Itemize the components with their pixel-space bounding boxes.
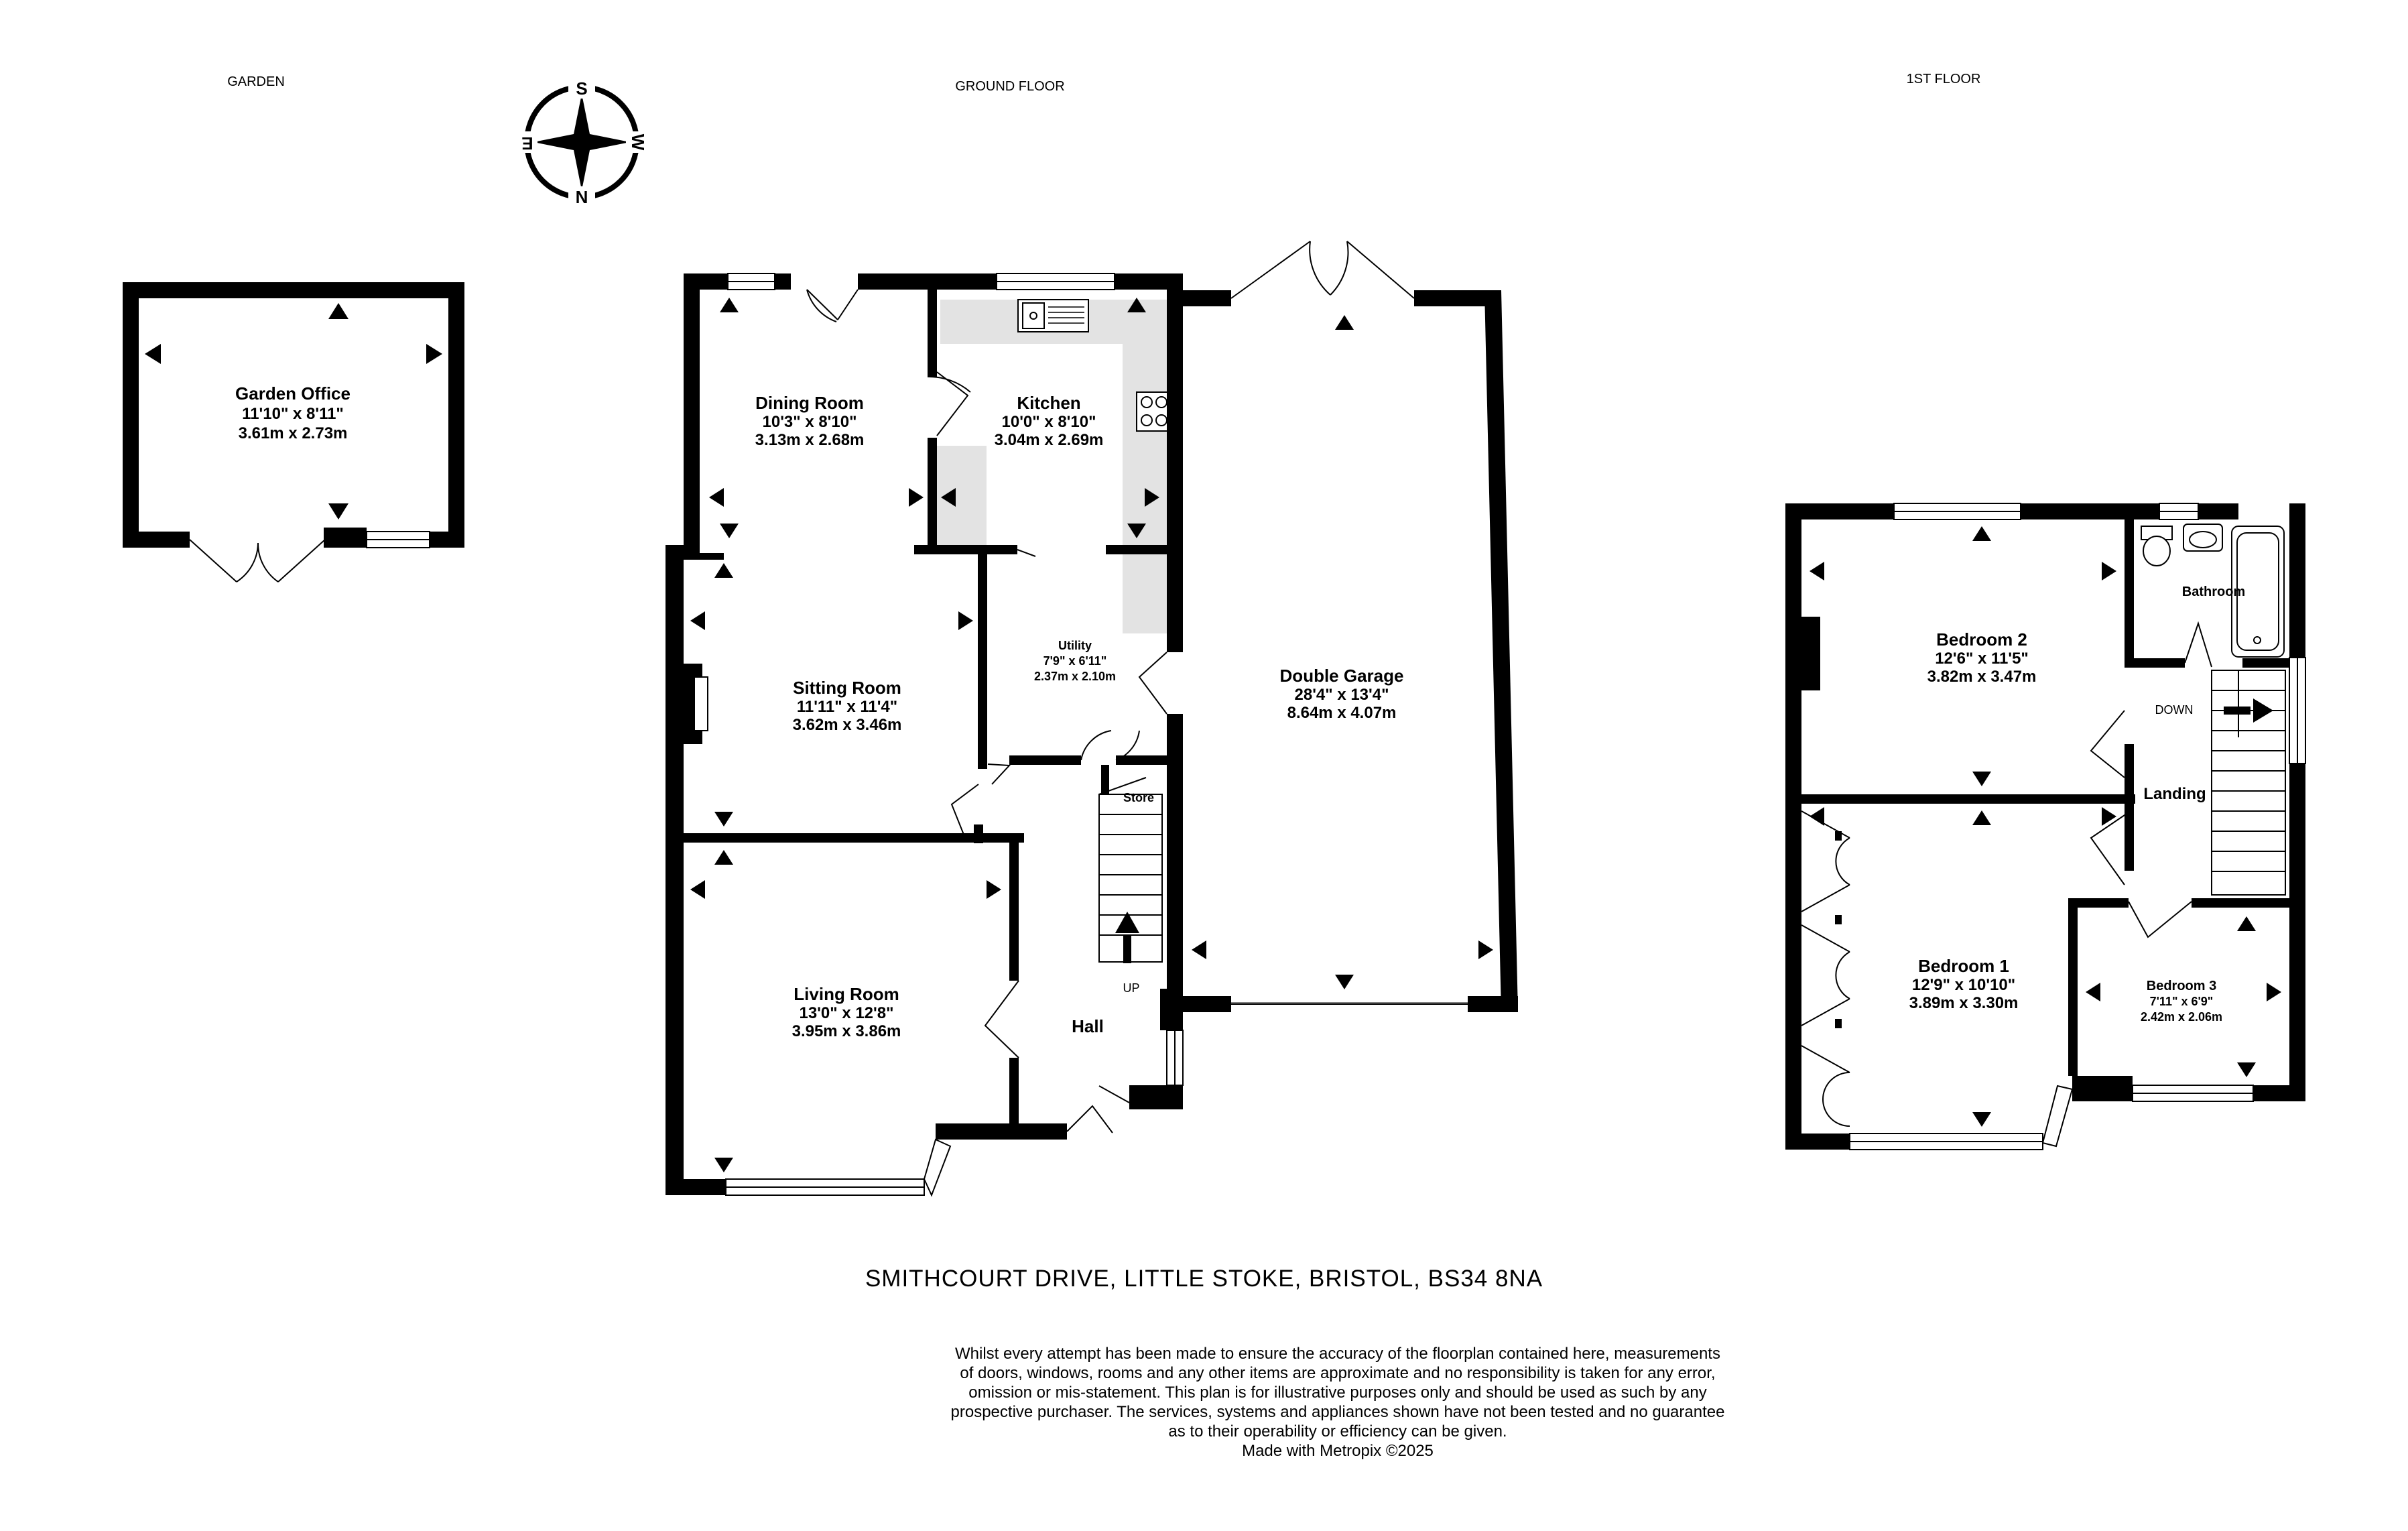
room-dim-metric-garden-office: 3.61m x 2.73m [239,424,348,442]
disclaimer-line: of doors, windows, rooms and any other i… [960,1364,1716,1382]
metropix-credit: Made with Metropix ©2025 [1242,1442,1434,1460]
stairs-down-label: DOWN [2155,703,2194,717]
compass-west: W [628,134,648,151]
room-name-garden-office: Garden Office [235,383,351,404]
room-name-living-room: Living Room [794,984,899,1004]
compass-south: S [576,78,587,99]
room-name-bedroom-2: Bedroom 2 [1936,629,2027,650]
room-dim-metric-dining-room: 3.13m x 2.68m [755,431,865,449]
compass-north: N [576,187,588,207]
room-dim-imperial-garden-office: 11'10" x 8'11" [242,405,344,423]
room-dim-imperial-utility: 7'9" x 6'11" [1043,654,1107,668]
room-dim-metric-double-garage: 8.64m x 4.07m [1287,704,1397,722]
section-label-ground-floor: GROUND FLOOR [955,79,1064,94]
first-floor-stairs [2211,670,2286,896]
disclaimer-line: Whilst every attempt has been made to en… [955,1345,1720,1363]
room-dim-imperial-sitting-room: 11'11" x 11'4" [797,698,897,716]
room-dim-imperial-dining-room: 10'3" x 8'10" [763,413,857,431]
room-name-bedroom-1: Bedroom 1 [1918,956,2009,976]
room-dim-imperial-bedroom-2: 12'6" x 11'5" [1935,650,2029,668]
disclaimer-line: omission or mis-statement. This plan is … [968,1384,1707,1402]
section-label-garden: GARDEN [227,74,285,89]
disclaimer-line: as to their operability or efficiency ca… [1168,1422,1507,1441]
room-name-bathroom: Bathroom [2182,585,2245,599]
ground-floor-stairs [1098,777,1163,963]
disclaimer-line: prospective purchaser. The services, sys… [950,1403,1725,1421]
room-dim-imperial-kitchen: 10'0" x 8'10" [1002,413,1096,431]
room-dim-imperial-living-room: 13'0" x 12'8" [800,1004,894,1022]
garden-office-plan [123,282,464,583]
compass-icon: S N E W [517,77,648,208]
disclaimer: Whilst every attempt has been made to en… [768,1344,1907,1461]
compass-east: E [521,133,533,154]
room-dim-metric-utility: 2.37m x 2.10m [1034,670,1116,683]
room-name-utility: Utility [1058,639,1092,652]
section-label-first-floor: 1ST FLOOR [1907,72,1981,86]
room-dim-imperial-bedroom-3: 7'11" x 6'9" [2150,995,2214,1008]
room-name-sitting-room: Sitting Room [793,678,901,698]
room-name-double-garage: Double Garage [1280,666,1404,686]
room-dim-imperial-double-garage: 28'4" x 13'4" [1295,686,1389,704]
room-name-kitchen: Kitchen [1017,393,1080,413]
room-dim-metric-living-room: 3.95m x 3.86m [792,1022,901,1040]
first-floor-plan [1785,503,2306,1150]
room-dim-metric-bedroom-2: 3.82m x 3.47m [1927,668,2037,686]
room-name-bedroom-3: Bedroom 3 [2147,979,2216,993]
room-name-dining-room: Dining Room [755,393,864,413]
room-name-store: Store [1123,791,1154,804]
property-address: SMITHCOURT DRIVE, LITTLE STOKE, BRISTOL,… [865,1266,1543,1292]
room-dim-metric-bedroom-3: 2.42m x 2.06m [2141,1010,2222,1024]
room-name-landing: Landing [2143,785,2206,803]
room-name-hall: Hall [1072,1016,1104,1036]
ground-floor-plan [666,241,1518,1197]
room-dim-metric-sitting-room: 3.62m x 3.46m [793,716,902,734]
stairs-up-label: UP [1123,981,1139,995]
room-dim-metric-kitchen: 3.04m x 2.69m [995,431,1104,449]
room-dim-metric-bedroom-1: 3.89m x 3.30m [1909,994,2019,1012]
room-dim-imperial-bedroom-1: 12'9" x 10'10" [1912,976,2015,994]
